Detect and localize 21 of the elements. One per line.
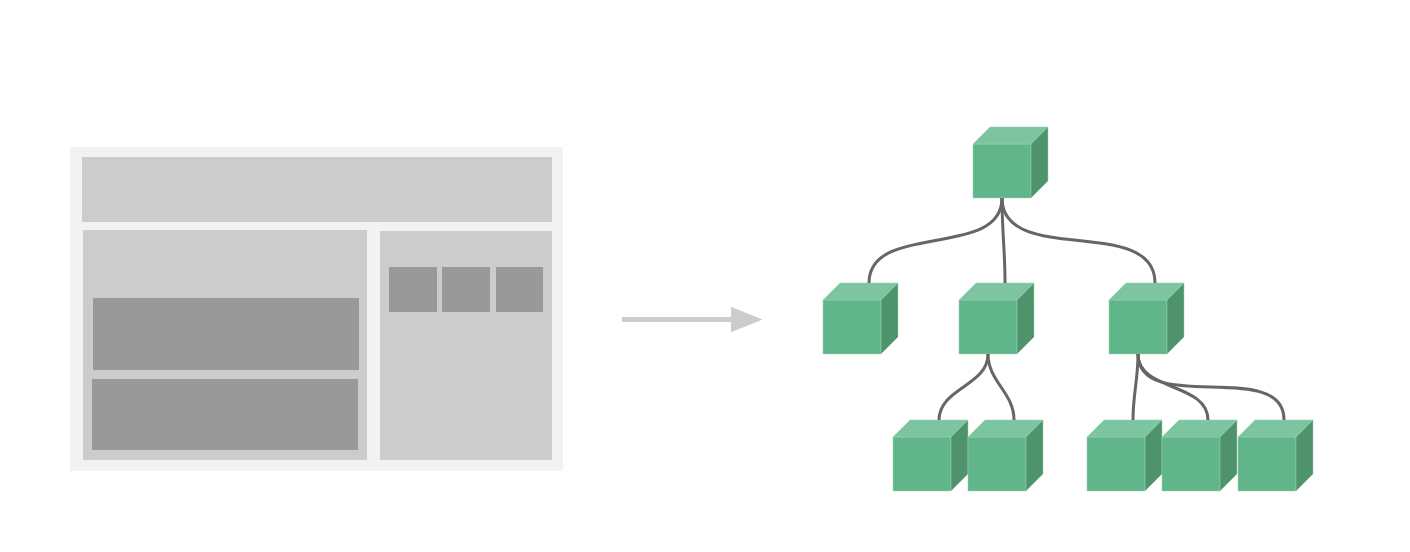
connector-line xyxy=(1000,197,1157,284)
connector-line xyxy=(867,197,1004,284)
connector-line xyxy=(1136,353,1286,421)
thumbnail-tile xyxy=(496,267,543,312)
cube xyxy=(822,282,899,355)
cube xyxy=(1086,419,1163,492)
cube xyxy=(1237,419,1314,492)
connector-line xyxy=(937,353,990,421)
cube xyxy=(972,126,1049,199)
cube xyxy=(1108,282,1185,355)
cube xyxy=(958,282,1035,355)
content-block xyxy=(93,298,359,370)
cube xyxy=(967,419,1044,492)
cube xyxy=(1161,419,1238,492)
thumbnail-tile xyxy=(389,267,437,312)
connector-line xyxy=(1131,353,1140,420)
header-block xyxy=(82,157,552,222)
thumbnail-tile xyxy=(442,267,490,312)
content-block xyxy=(92,379,358,450)
cube xyxy=(892,419,969,492)
connector-line xyxy=(986,353,1016,421)
